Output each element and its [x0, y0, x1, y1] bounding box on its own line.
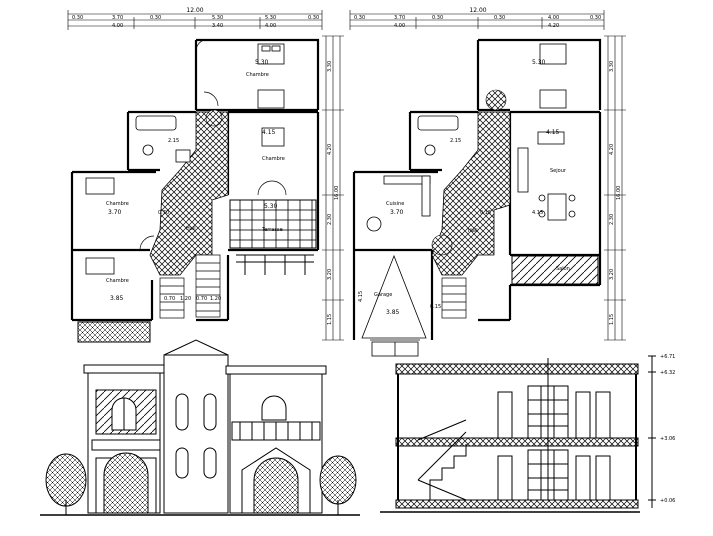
room-dim: 3.85	[386, 309, 400, 316]
plan-left-overall-dim: 12.00	[186, 7, 203, 14]
plan-right-top-dim2: 4.00	[394, 23, 405, 29]
plan-left: 12.00 0.30 3.70 0.30 5.30 5.30 0.30 4.00…	[67, 7, 344, 343]
plan-right-hall-floor	[485, 89, 507, 111]
plan-right-right-dim: 1.15	[609, 314, 615, 325]
plan-right-overall-dim: 12.00	[469, 7, 486, 14]
plan-right-furniture	[417, 43, 576, 221]
plan-right: 12.00 0.30 3.70 0.30 0.30 4.00 0.30 4.00…	[349, 7, 626, 357]
room-dim: 5.30	[532, 59, 546, 66]
plan-right-right-dim: 2.30	[609, 214, 615, 225]
plan-left-door	[139, 39, 287, 251]
room-label: Cuisine	[386, 201, 404, 207]
interior-dim: 1.20	[180, 296, 191, 302]
plan-left-top-dim: 0.30	[72, 15, 83, 21]
room-dim: 4.15	[546, 129, 560, 136]
room-dim: 5.30	[264, 203, 278, 210]
plan-right-room-labels: 5.30 Sejour 4.15 Cuisine 3.70 Garage 3.8…	[374, 59, 570, 316]
interior-dim: 0.70	[196, 296, 207, 302]
room-label: Chambre	[106, 201, 129, 207]
plan-right-right-dim: 3.30	[609, 61, 615, 72]
plan-left-bath-fixtures	[135, 115, 191, 163]
plan-right-top-dim: 3.70	[394, 15, 405, 21]
room-label: Hall	[468, 228, 478, 234]
plan-right-top-dim: 0.30	[494, 15, 505, 21]
plan-left-top-dim2: 3.40	[212, 23, 223, 29]
plan-left-top-dim2: 4.00	[265, 23, 276, 29]
plan-right-top-dimensions	[349, 10, 605, 30]
plan-left-right-total: 16.00	[334, 186, 340, 200]
tree-icon	[45, 453, 87, 515]
room-label: Chambre	[106, 278, 129, 284]
plan-left-top-dim: 0.30	[150, 15, 161, 21]
plan-left-top-dim: 5.30	[212, 15, 223, 21]
plan-right-right-dimensions	[604, 35, 626, 341]
room-label: Terrasse	[261, 227, 283, 233]
level-mark: +3.06	[660, 436, 675, 442]
room-label: Salon	[556, 266, 570, 272]
room-label: Hall	[186, 226, 196, 232]
room-label: Chambre	[262, 156, 285, 162]
plan-right-stairs	[441, 277, 467, 319]
room-dim: 3.70	[108, 209, 122, 216]
plan-left-right-dim: 4.20	[327, 144, 333, 155]
plan-left-bed	[85, 43, 285, 275]
front-elevation	[40, 339, 360, 516]
interior-dim: 0.15	[430, 304, 441, 310]
plan-left-railing	[236, 254, 314, 275]
room-label: Chambre	[246, 72, 269, 78]
plan-right-right-dim: 4.20	[609, 144, 615, 155]
plan-right-salon-floor	[511, 255, 599, 285]
interior-dim: 0.70	[164, 296, 175, 302]
room-dim: 5.30	[255, 59, 269, 66]
interior-dim: 0.70	[158, 210, 169, 216]
plan-right-top-dim: 0.30	[590, 15, 601, 21]
plan-left-balcony	[77, 321, 151, 343]
plan-right-kitchen	[366, 175, 431, 232]
room-dim: 2.15	[450, 138, 461, 144]
level-mark: +0.06	[660, 498, 675, 504]
level-mark: +6.71	[660, 354, 675, 360]
room-dim: 3.70	[390, 209, 404, 216]
interior-dim: 1.20	[210, 296, 221, 302]
plan-left-interior-dims: 0.70 0.70 1.20 0.70 1.20	[158, 210, 221, 302]
plan-right-top-dim: 0.30	[432, 15, 443, 21]
plan-right-right-total: 16.00	[616, 186, 622, 200]
plan-left-terrace-tiles	[229, 199, 317, 249]
plan-right-top-dim: 0.30	[354, 15, 365, 21]
plan-left-top-dim: 0.30	[308, 15, 319, 21]
plan-left-right-dim: 2.30	[327, 214, 333, 225]
plan-right-top-dim2: 4.20	[548, 23, 559, 29]
interior-dim: 4.15	[358, 291, 364, 302]
plan-left-hall-floor	[149, 111, 229, 276]
level-mark: +6.32	[660, 370, 675, 376]
plan-left-room-labels: Chambre 5.30 Chambre 4.15 Chambre 3.70 C…	[106, 59, 285, 302]
plan-left-top-dimensions	[67, 10, 323, 30]
plan-right-hall-floor	[431, 234, 453, 256]
plan-right-right-dim: 3.20	[609, 269, 615, 280]
plan-left-right-dimensions	[322, 35, 344, 341]
plan-right-interior-dims: 0.15 4.15 0.15 4.15	[358, 210, 543, 310]
tree-icon	[319, 455, 357, 515]
plan-left-top-dim: 5.30	[265, 15, 276, 21]
plan-left-top-dim: 3.70	[112, 15, 123, 21]
plan-left-stairs	[159, 254, 221, 319]
plan-left-right-dim: 3.30	[327, 61, 333, 72]
plan-left-right-dim: 1.15	[327, 314, 333, 325]
room-label: Garage	[374, 292, 392, 298]
room-dim: 2.15	[168, 138, 179, 144]
plan-right-top-dim: 4.00	[548, 15, 559, 21]
plan-right-garage	[361, 254, 427, 357]
room-dim: 3.85	[110, 295, 124, 302]
plan-left-hall-floor	[205, 109, 223, 127]
plan-right-hall-floor	[431, 111, 511, 276]
plan-left-top-dim2: 4.00	[112, 23, 123, 29]
building-section	[380, 355, 656, 513]
plan-left-right-dim: 3.20	[327, 269, 333, 280]
interior-dim: 4.15	[532, 210, 543, 216]
interior-dim: 0.15	[480, 210, 491, 216]
room-dim: 4.15	[262, 129, 276, 136]
room-label: Sejour	[550, 168, 567, 174]
plan-right-walls	[352, 38, 602, 340]
